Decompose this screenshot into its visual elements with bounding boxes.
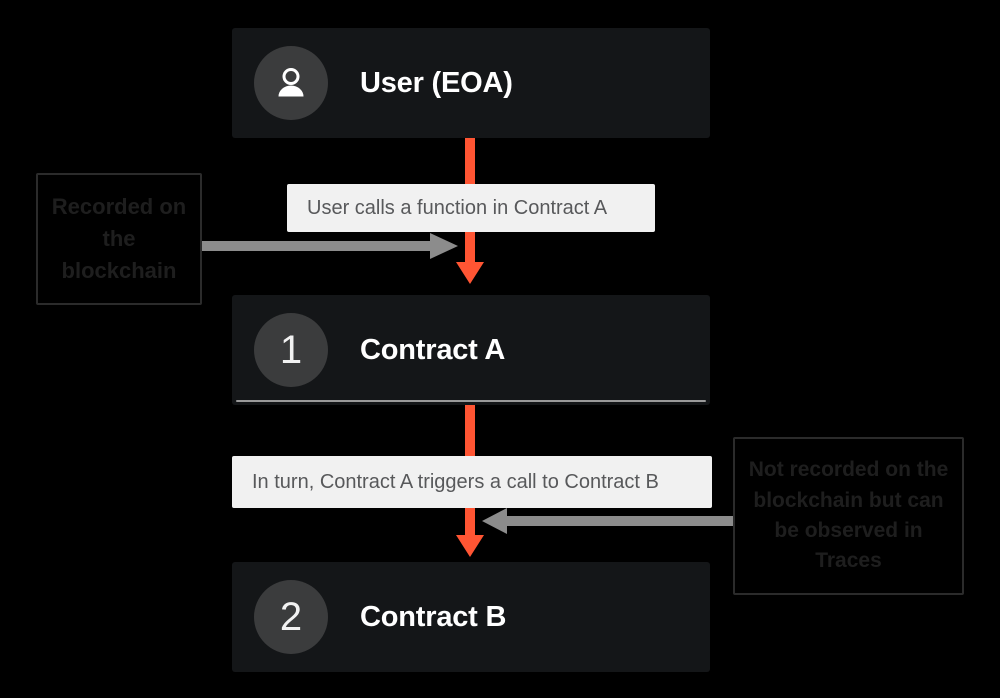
node-user[interactable]: User (EOA)	[232, 28, 710, 138]
caption-2-text: In turn, Contract A triggers a call to C…	[252, 470, 659, 493]
annotation-recorded-on-blockchain: Recorded on the blockchain	[36, 173, 202, 305]
caption-contract-a-triggers-contract-b: In turn, Contract A triggers a call to C…	[232, 456, 712, 508]
node-user-label: User (EOA)	[360, 66, 513, 99]
person-icon	[254, 46, 328, 120]
caption-user-calls-function: User calls a function in Contract A	[287, 184, 655, 232]
node-contract-b-label: Contract B	[360, 600, 507, 633]
annotation-right-text: Not recorded on the blockchain but can b…	[748, 458, 949, 573]
step-number-1: 1	[279, 328, 303, 372]
step-number-badge-2: 2	[254, 580, 328, 654]
node-contract-b[interactable]: 2 Contract B	[232, 562, 710, 672]
node-contract-a-label: Contract A	[360, 333, 506, 366]
annotation-left-text: Recorded on the blockchain	[51, 194, 187, 283]
node-contract-a[interactable]: 1 Contract A	[232, 295, 710, 405]
annotation-arrow-right	[482, 506, 737, 536]
step-number-2: 2	[279, 595, 303, 639]
caption-1-text: User calls a function in Contract A	[307, 196, 608, 219]
annotation-not-recorded-traces: Not recorded on the blockchain but can b…	[733, 437, 964, 595]
node-contract-a-underline	[236, 400, 706, 402]
annotation-arrow-left	[200, 231, 458, 261]
step-number-badge-1: 1	[254, 313, 328, 387]
